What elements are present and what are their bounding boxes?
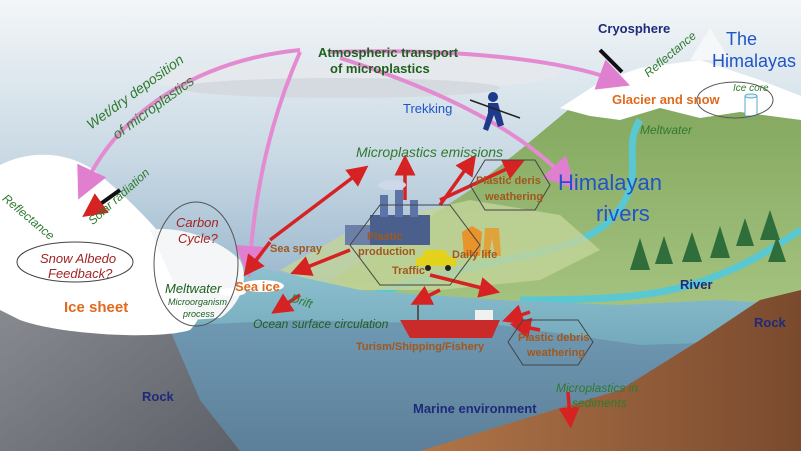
snow-albedo-label-2: Feedback? [48,266,113,281]
mountain-peak [690,28,730,60]
cryosphere-label: Cryosphere [598,21,671,36]
snow-albedo-ellipse [16,241,134,283]
marine-environment-label: Marine environment [413,401,537,416]
glacier-and-snow-label: Glacier and snow [612,92,720,107]
microplastics-sediments-label: Microplastics in [556,381,639,395]
ice-sheet-label: Ice sheet [64,299,129,316]
plastic-debris-weathering-bottom-label: Plastic debris [518,332,590,344]
plastic-production-label-2: production [358,246,416,258]
atmospheric-transport-label-2: of microplastics [330,61,430,76]
ice-shelf [150,229,244,320]
daily-life-label: Daily life [452,249,498,261]
himalayan-rivers-label: Himalayan [558,170,662,195]
rock-right-seabed [420,290,801,451]
atmospheric-transport-arrows [77,48,631,278]
river-stream-right [519,227,801,304]
ocean-surface-circulation-label: Ocean surface circulation [253,317,389,331]
production-hexagon [349,204,481,286]
river-label: River [680,277,713,292]
himalayas-label: The [726,29,758,49]
solar-arrow-icon [82,48,624,217]
atmospheric-transport-label: Atmospheric transport [318,45,459,60]
sea-spray-label: Sea spray [270,243,322,255]
rock-right-label: Rock [754,315,786,330]
plastic-weathering-hexagon-bottom [507,319,594,366]
urban-land [280,200,600,290]
conifer-tree-icon [630,210,786,270]
traffic-label: Traffic [392,265,426,277]
carbon-cycle-label-2: Cycle? [178,231,218,246]
microplastics-emissions-label: Microplastics emissions [356,144,504,160]
himalayan-rivers-label-2: rivers [596,201,650,226]
meltwater-top-label: Meltwater [640,123,693,137]
turism-shipping-fishery-label: Turism/Shipping/Fishery [356,341,485,353]
car-icon [416,250,456,271]
plastic-production-label: Plastic [367,231,403,243]
plastic-debris-weathering-bottom-label-2: weathering [527,347,586,359]
trekking-label: Trekking [403,101,453,116]
plastic-weathering-hexagon-top [469,159,551,211]
clouds [150,56,560,98]
microorganism-label-2: process [183,309,215,319]
emission-arrows [243,154,580,429]
plastic-debris-weathering-top-label-2: weathering [485,191,544,203]
ice-core-label: Ice core [733,83,769,94]
ice-core-icon [744,93,758,117]
snow-albedo-label: Snow Albedo [40,251,117,266]
rock-left-label: Rock [142,389,174,404]
microorganism-label: Microorganism [168,297,228,307]
meltwater-left-label: Meltwater [165,281,222,296]
sea-ice-label: Sea ice [235,279,280,294]
ice-core-ellipse [696,81,774,119]
carbon-cycle-label: Carbon [176,215,219,230]
himalayas-label-2: Himalayas [712,51,797,71]
carbon-cycle-ellipse [153,201,239,327]
ship-icon [400,305,500,338]
microplastics-sediments-label-2: sediments [572,396,627,410]
hiker-icon [469,92,521,131]
sea-ice-floes [218,280,284,296]
plastic-debris-weathering-top-label: Plastic deris [476,175,541,187]
